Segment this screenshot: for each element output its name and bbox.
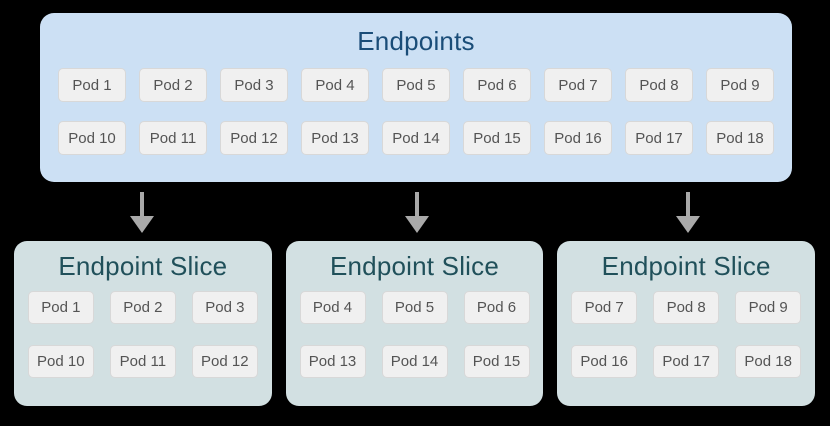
pod-chip: Pod 5: [382, 68, 450, 102]
arrow-head: [130, 216, 154, 233]
pod-chip: Pod 18: [735, 345, 802, 378]
arrow-down-icon: [676, 192, 700, 233]
pod-chip: Pod 13: [299, 345, 366, 378]
slice-pod-row-1: Pod 7 Pod 8 Pod 9: [557, 291, 815, 324]
pod-chip: Pod 14: [382, 121, 450, 155]
pod-chip: Pod 17: [625, 121, 693, 155]
pod-chip: Pod 1: [58, 68, 126, 102]
pod-chip: Pod 5: [381, 291, 448, 324]
endpoint-slice-title: Endpoint Slice: [601, 251, 771, 281]
pod-chip: Pod 10: [58, 121, 126, 155]
endpoint-slices-row: Endpoint Slice Pod 1 Pod 2 Pod 3 Pod 10 …: [14, 241, 816, 406]
pod-chip: Pod 11: [139, 121, 207, 155]
arrow-stem: [140, 192, 144, 216]
slice-pod-row-1: Pod 4 Pod 5 Pod 6: [286, 291, 544, 324]
pod-chip: Pod 9: [735, 291, 802, 324]
pod-chip: Pod 14: [381, 345, 448, 378]
slice-pod-row-2: Pod 16 Pod 17 Pod 18: [557, 345, 815, 378]
pod-chip: Pod 2: [109, 291, 176, 324]
pod-chip: Pod 12: [191, 345, 258, 378]
arrow-down-icon: [405, 192, 429, 233]
endpoint-slice-title: Endpoint Slice: [329, 251, 500, 281]
arrow-stem: [415, 192, 419, 216]
arrow-head: [405, 216, 429, 233]
endpoint-slice-box-3: Endpoint Slice Pod 7 Pod 8 Pod 9 Pod 16 …: [557, 241, 816, 406]
arrow-stem: [686, 192, 690, 216]
endpoints-title: Endpoints: [357, 26, 475, 56]
endpoint-slice-box-1: Endpoint Slice Pod 1 Pod 2 Pod 3 Pod 10 …: [14, 241, 272, 406]
pod-chip: Pod 6: [463, 68, 531, 102]
arrow-down-icon: [130, 192, 154, 233]
pod-chip: Pod 1: [27, 291, 94, 324]
pod-chip: Pod 7: [571, 291, 638, 324]
pod-chip: Pod 15: [463, 345, 530, 378]
pod-chip: Pod 15: [463, 121, 531, 155]
pod-chip: Pod 11: [109, 345, 176, 378]
endpoints-pod-row-2: Pod 10 Pod 11 Pod 12 Pod 13 Pod 14 Pod 1…: [40, 121, 792, 155]
pod-chip: Pod 4: [301, 68, 369, 102]
pod-chip: Pod 16: [544, 121, 612, 155]
pod-chip: Pod 17: [653, 345, 720, 378]
pod-chip: Pod 8: [653, 291, 720, 324]
pod-chip: Pod 9: [706, 68, 774, 102]
pod-chip: Pod 4: [299, 291, 366, 324]
endpoint-slice-box-2: Endpoint Slice Pod 4 Pod 5 Pod 6 Pod 13 …: [285, 241, 544, 406]
endpoints-pod-row-1: Pod 1 Pod 2 Pod 3 Pod 4 Pod 5 Pod 6 Pod …: [40, 68, 792, 102]
arrow-head: [676, 216, 700, 233]
pod-chip: Pod 10: [27, 345, 94, 378]
endpoints-box: Endpoints Pod 1 Pod 2 Pod 3 Pod 4 Pod 5 …: [40, 13, 792, 182]
pod-chip: Pod 12: [220, 121, 288, 155]
pod-chip: Pod 16: [571, 345, 638, 378]
pod-chip: Pod 18: [706, 121, 774, 155]
slice-pod-row-2: Pod 13 Pod 14 Pod 15: [286, 345, 544, 378]
slice-pod-row-2: Pod 10 Pod 11 Pod 12: [14, 345, 272, 378]
endpoint-slice-title: Endpoint Slice: [58, 251, 228, 281]
slice-pod-row-1: Pod 1 Pod 2 Pod 3: [14, 291, 272, 324]
pod-chip: Pod 13: [301, 121, 369, 155]
pod-chip: Pod 3: [191, 291, 258, 324]
pod-chip: Pod 6: [463, 291, 530, 324]
pod-chip: Pod 3: [220, 68, 288, 102]
pod-chip: Pod 8: [625, 68, 693, 102]
pod-chip: Pod 7: [544, 68, 612, 102]
pod-chip: Pod 2: [139, 68, 207, 102]
